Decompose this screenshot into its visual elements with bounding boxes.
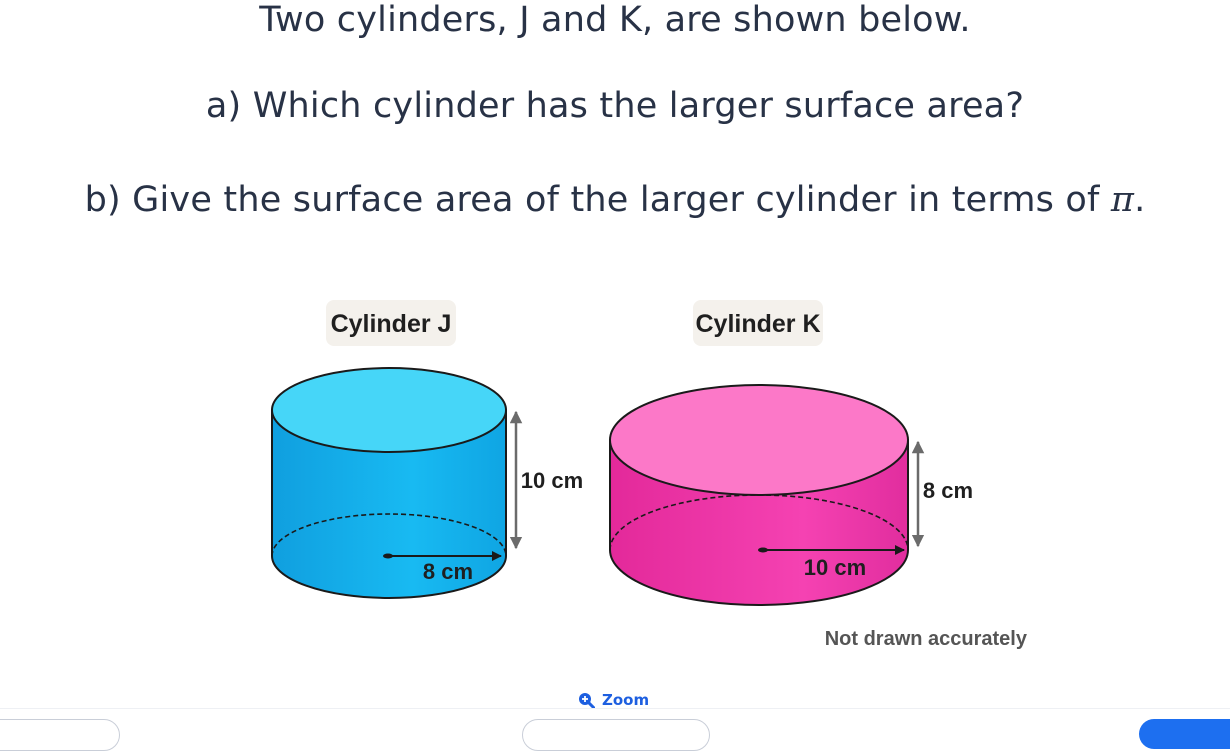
pi-symbol: π	[1110, 180, 1135, 220]
cylinder-j-height-label: 10 cm	[521, 468, 583, 493]
question-part-b: b) Give the surface area of the larger c…	[0, 180, 1230, 220]
cylinder-k: 10 cm 8 cm	[609, 384, 973, 606]
bottom-middle-button[interactable]	[522, 719, 710, 751]
zoom-in-icon	[579, 692, 595, 709]
zoom-label: Zoom	[602, 691, 650, 709]
question-line-1: Two cylinders, J and K, are shown below.	[259, 0, 971, 40]
question-part-b-text: b) Give the surface area of the larger c…	[84, 180, 1111, 220]
cylinder-j-title: Cylinder J	[326, 300, 456, 346]
cylinder-k-title-text: Cylinder K	[695, 310, 820, 338]
cylinder-k-title: Cylinder K	[693, 300, 823, 346]
cylinder-j-radius-label: 8 cm	[423, 559, 473, 584]
cylinder-j: 8 cm 10 cm	[271, 367, 583, 599]
cylinder-j-title-text: Cylinder J	[331, 310, 452, 338]
zoom-button[interactable]: Zoom	[578, 688, 649, 712]
bottom-bar	[0, 708, 1230, 730]
bottom-right-button[interactable]	[1139, 719, 1230, 749]
cylinder-k-radius-label: 10 cm	[804, 555, 866, 580]
question-part-b-end: .	[1134, 180, 1146, 220]
not-drawn-accurately-note: Not drawn accurately	[825, 628, 1028, 650]
bottom-left-button[interactable]	[0, 719, 120, 751]
cylinder-k-height-label: 8 cm	[923, 478, 973, 503]
question-part-a: a) Which cylinder has the larger surface…	[205, 86, 1025, 126]
cylinders-figure: Cylinder J Cylinder K 8 cm 10 cm 10 cm 8…	[271, 300, 1028, 650]
